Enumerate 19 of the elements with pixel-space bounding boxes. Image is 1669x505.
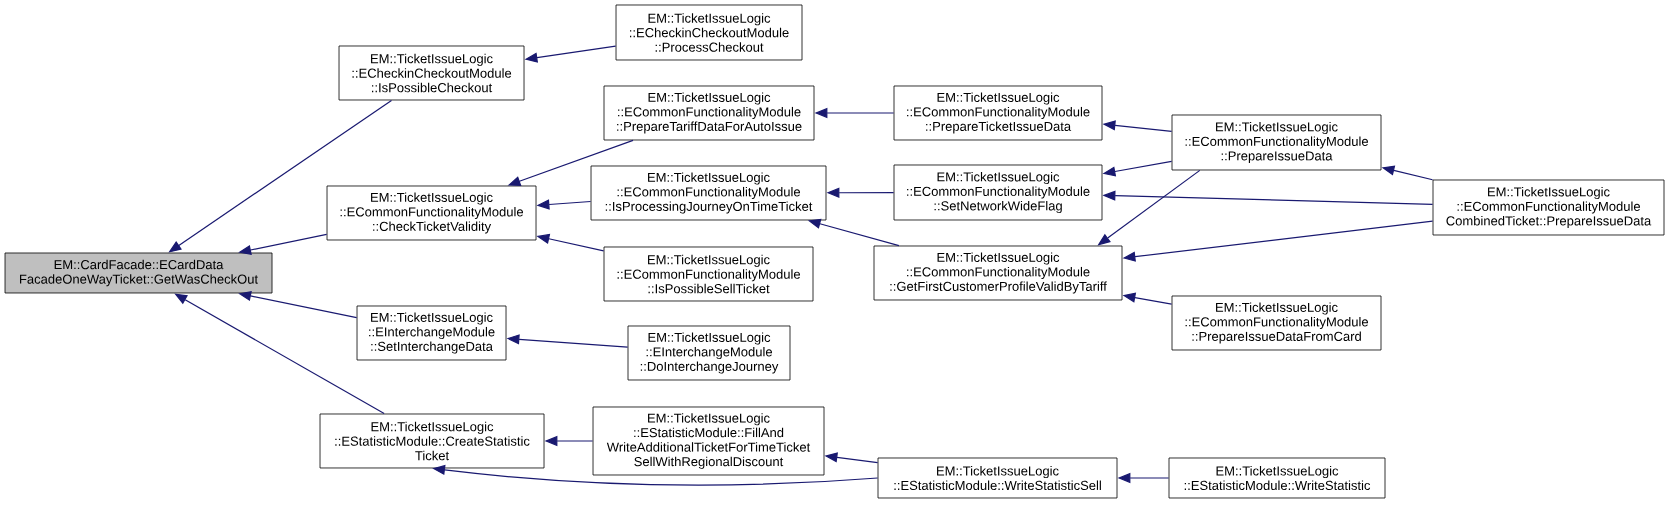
function-box: EM::TicketIssueLogic ::ECommonFunctionalityModule ::PrepareTariffDataForAutoIssue <box>603 85 815 141</box>
function-box: EM::TicketIssueLogic ::ECheckinCheckoutModule ::IsPossibleCheckout <box>338 45 525 101</box>
function-box: EM::CardFacade::ECardData FacadeOneWayTicket::GetWasCheckOut <box>4 252 273 294</box>
function-box: EM::TicketIssueLogic ::ECommonFunctionalityModule ::SetNetworkWideFlag <box>893 164 1103 221</box>
function-box: EM::TicketIssueLogic ::ECommonFunctionalityModule CombinedTicket::PrepareIssueData <box>1432 179 1665 236</box>
function-box: EM::TicketIssueLogic ::EStatisticModule::WriteStatisticSell <box>877 457 1118 499</box>
function-box: EM::TicketIssueLogic ::ECommonFunctionalityModule ::IsProcessingJourneyOnTimeTicket <box>590 165 827 221</box>
function-box: EM::TicketIssueLogic ::ECommonFunctionalityModule ::PrepareIssueData <box>1171 114 1382 171</box>
function-box: EM::TicketIssueLogic ::ECommonFunctionalityModule ::CheckTicketValidity <box>326 185 537 241</box>
function-box: EM::TicketIssueLogic ::EInterchangeModule ::SetInterchangeData <box>356 305 507 361</box>
function-box: EM::TicketIssueLogic ::EStatisticModule::CreateStatistic Ticket <box>319 413 545 469</box>
function-box: EM::TicketIssueLogic ::ECommonFunctionalityModule ::PrepareIssueDataFromCard <box>1171 295 1382 351</box>
function-box: EM::TicketIssueLogic ::ECommonFunctionalityModule ::PrepareTicketIssueData <box>893 85 1103 141</box>
function-box: EM::TicketIssueLogic ::ECommonFunctionalityModule ::IsPossibleSellTicket <box>603 246 814 302</box>
function-box: EM::TicketIssueLogic ::ECommonFunctionalityModule ::GetFirstCustomerProfileValidByTariff <box>873 245 1123 301</box>
function-box: EM::TicketIssueLogic ::EStatisticModule::FillAnd WriteAdditionalTicketForTimeTicket SellWithRegionalDiscount <box>592 406 825 476</box>
function-box: EM::TicketIssueLogic ::EInterchangeModule ::DoInterchangeJourney <box>627 325 791 381</box>
function-box: EM::TicketIssueLogic ::EStatisticModule::WriteStatistic <box>1168 457 1386 499</box>
function-box: EM::TicketIssueLogic ::ECheckinCheckoutModule ::ProcessCheckout <box>615 4 803 61</box>
